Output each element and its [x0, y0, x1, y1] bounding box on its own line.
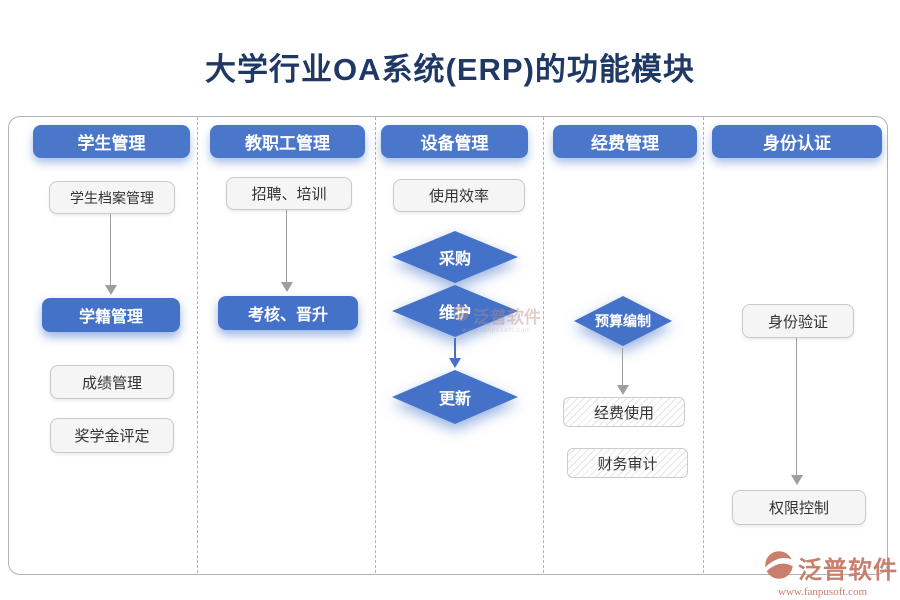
arrow-down — [104, 214, 117, 295]
node-funds-usage: 经费使用 — [563, 397, 685, 427]
node-scholarship-assessment: 奖学金评定 — [50, 418, 174, 453]
arrow-down — [790, 338, 803, 485]
diamond-budgeting: 预算编制 — [574, 296, 672, 346]
page-title: 大学行业OA系统(ERP)的功能模块 — [205, 52, 695, 87]
diamond-update: 更新 — [392, 370, 518, 424]
fanpu-logo-icon — [764, 550, 794, 585]
diamond-update-label: 更新 — [392, 370, 518, 424]
node-assessment-promotion: 考核、晋升 — [218, 296, 358, 330]
node-recruit-training: 招聘、培训 — [226, 177, 352, 210]
column-divider-2 — [375, 117, 376, 573]
arrow-down-blue — [449, 338, 461, 368]
header-identity-auth: 身份认证 — [712, 125, 882, 158]
fanpu-logo: 泛普软件 www.fanpusoft.com — [764, 550, 898, 598]
header-staff-management: 教职工管理 — [210, 125, 365, 158]
header-funds-management: 经费管理 — [553, 125, 697, 158]
node-student-archives: 学生档案管理 — [49, 181, 175, 214]
header-equipment-management: 设备管理 — [381, 125, 528, 158]
diamond-maintenance-label: 维护 — [392, 285, 518, 337]
arrow-down — [280, 210, 293, 292]
diagram-frame — [8, 116, 888, 575]
header-student-management: 学生管理 — [33, 125, 190, 158]
node-permission-control: 权限控制 — [732, 490, 866, 525]
column-divider-1 — [197, 117, 198, 573]
node-usage-efficiency: 使用效率 — [393, 179, 525, 212]
node-financial-audit: 财务审计 — [567, 448, 688, 478]
diamond-purchase: 采购 — [392, 231, 518, 283]
brand-name: 泛普软件 — [798, 557, 898, 584]
column-divider-3 — [543, 117, 544, 573]
column-divider-4 — [703, 117, 704, 573]
arrow-down — [616, 348, 629, 395]
node-identity-verification: 身份验证 — [742, 304, 854, 338]
brand-url: www.fanpusoft.com — [778, 586, 868, 598]
node-student-status: 学籍管理 — [42, 298, 180, 332]
diamond-maintenance: 维护 — [392, 285, 518, 337]
diamond-budgeting-label: 预算编制 — [574, 296, 672, 346]
node-grade-management: 成绩管理 — [50, 365, 174, 399]
diamond-purchase-label: 采购 — [392, 231, 518, 283]
